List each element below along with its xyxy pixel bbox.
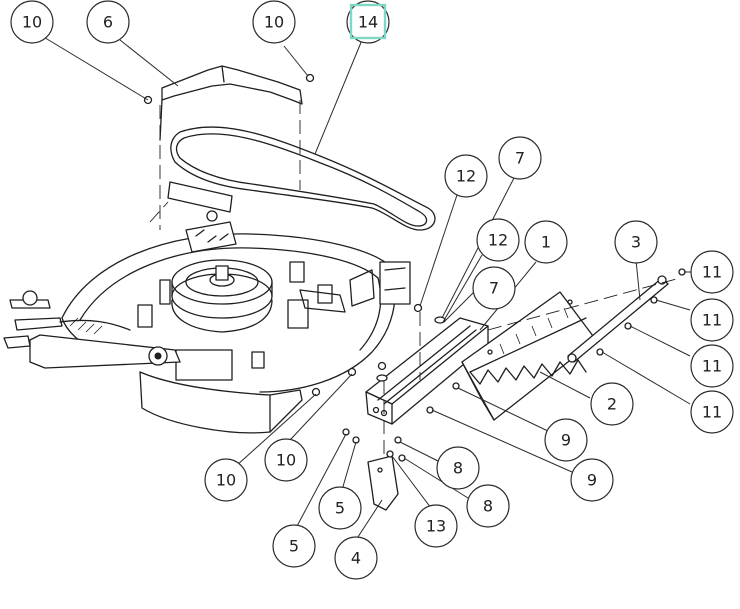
center-pulley: [171, 259, 273, 333]
callout-11: 11: [690, 298, 734, 342]
callout-6: 6: [86, 0, 130, 44]
callout-10: 10: [264, 438, 308, 482]
callout-5: 5: [318, 486, 362, 530]
svg-text:8: 8: [483, 497, 493, 516]
svg-text:11: 11: [702, 263, 722, 282]
mower-deck-drawing: [3, 65, 686, 511]
svg-text:11: 11: [702, 311, 722, 330]
svg-text:5: 5: [335, 499, 345, 518]
rod: [567, 275, 669, 363]
callout-7: 7: [472, 266, 516, 310]
callout-10: 10: [10, 0, 54, 44]
svg-text:7: 7: [515, 149, 525, 168]
callout-13: 13: [414, 504, 458, 548]
svg-text:8: 8: [453, 459, 463, 478]
svg-text:13: 13: [426, 517, 446, 536]
svg-text:2: 2: [607, 395, 617, 414]
callout-1: 1: [524, 220, 568, 264]
callout-11: 11: [690, 390, 734, 434]
svg-text:4: 4: [351, 549, 361, 568]
callout-8: 8: [466, 484, 510, 528]
callout-highlight: [349, 3, 387, 40]
svg-text:3: 3: [631, 233, 641, 252]
callout-11: 11: [690, 344, 734, 388]
plate: [367, 455, 399, 511]
svg-text:5: 5: [289, 537, 299, 556]
callout-5: 5: [272, 524, 316, 568]
svg-text:9: 9: [561, 431, 571, 450]
assembly-axes: [159, 100, 681, 454]
svg-text:1: 1: [541, 233, 551, 252]
callout-10: 10: [204, 458, 248, 502]
callout-12: 12: [476, 218, 520, 262]
idler-bracket: [149, 181, 237, 253]
callout-10: 10: [252, 0, 296, 44]
svg-text:11: 11: [702, 357, 722, 376]
v-belt: [170, 126, 436, 231]
callout-9: 9: [544, 418, 588, 462]
callout-14: 14: [346, 0, 390, 44]
svg-text:6: 6: [103, 13, 113, 32]
callout-2: 2: [590, 382, 634, 426]
callout-7: 7: [498, 136, 542, 180]
svg-text:10: 10: [216, 471, 236, 490]
callouts: 10 6 10 14 12 7 12 1 7 3 11 11 11 11 2 9…: [10, 0, 734, 580]
svg-text:10: 10: [276, 451, 296, 470]
linkage-arm: [3, 290, 181, 369]
callout-4: 4: [334, 536, 378, 580]
svg-text:12: 12: [456, 167, 476, 186]
svg-text:11: 11: [702, 403, 722, 422]
svg-text:9: 9: [587, 471, 597, 490]
leader-lines: [41, 35, 694, 541]
callout-8: 8: [436, 446, 480, 490]
callout-11: 11: [690, 250, 734, 294]
svg-text:12: 12: [488, 231, 508, 250]
deck-brackets: [137, 261, 411, 381]
svg-text:7: 7: [489, 279, 499, 298]
callout-12: 12: [444, 154, 488, 198]
callout-9: 9: [570, 458, 614, 502]
svg-text:10: 10: [22, 13, 42, 32]
callout-3: 3: [614, 220, 658, 264]
fasteners: [143, 73, 686, 462]
svg-text:14: 14: [358, 13, 378, 32]
svg-text:10: 10: [264, 13, 284, 32]
